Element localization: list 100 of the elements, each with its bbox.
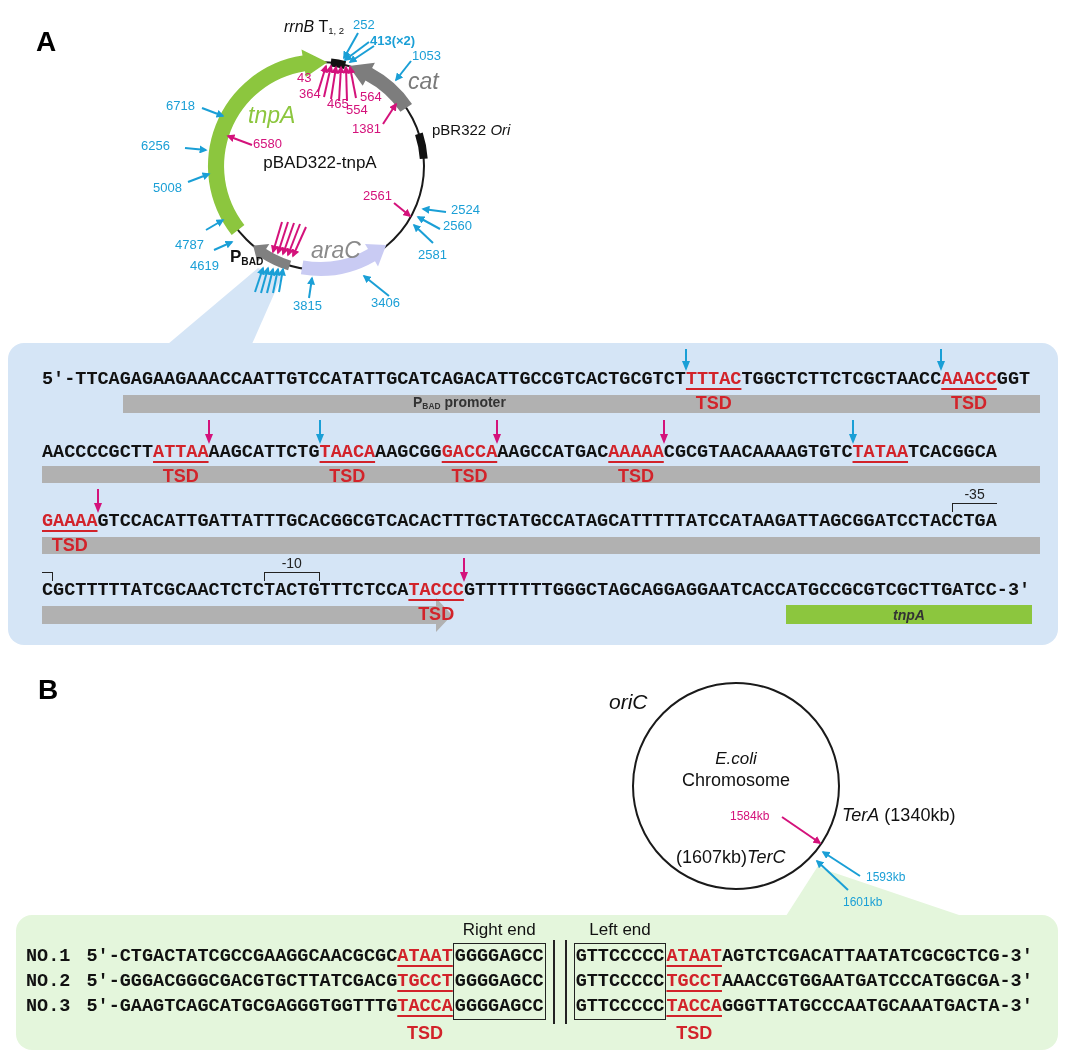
sequence-text: AAACCGTGGAATGATCCCATGGCGA-3′ bbox=[721, 970, 1033, 994]
gene-label: cat bbox=[408, 68, 439, 95]
position-label: 1381 bbox=[352, 122, 381, 137]
position-label: 1593kb bbox=[866, 871, 906, 885]
position-label: 43 bbox=[297, 71, 312, 86]
tsd-label: TSD bbox=[951, 394, 987, 412]
sequence-text: GTTCCCCC bbox=[575, 944, 665, 969]
sequence-text: GTTCCCCC bbox=[575, 969, 665, 994]
tsd-sequence: ATAAT bbox=[397, 945, 453, 969]
position-label: 413(×2) bbox=[370, 34, 416, 49]
position-label: 3406 bbox=[371, 296, 400, 311]
promoter-bar bbox=[123, 395, 1040, 413]
tsd-sequence: TAACA bbox=[319, 442, 376, 463]
double-line-break bbox=[552, 940, 567, 1024]
sequence-text: GGGGAGCC bbox=[454, 969, 544, 994]
bar-label: tnpA bbox=[893, 606, 925, 623]
gene-label: rrnB T$_{1, 2}$ bbox=[284, 18, 345, 37]
position-label: 1584kb bbox=[730, 810, 770, 824]
sequence-text: GTTTTTTTGGGCTAGCAGGAGGAATCACCATGCCGCGTCGCTTGATCC-3′ bbox=[463, 580, 1031, 602]
gene-label: tnpA bbox=[248, 102, 296, 129]
feature-label: pBR322 Ori bbox=[432, 121, 511, 139]
position-label: 3815 bbox=[293, 299, 322, 314]
position-label: 4787 bbox=[175, 238, 204, 253]
tsd-label: TSD bbox=[329, 467, 366, 485]
position-label: 5008 bbox=[153, 181, 182, 196]
tsd-sequence: TACCA bbox=[666, 995, 722, 1019]
sequence-text: 5′-GAAGTCAGCATGCGAGGGTGGTTTG bbox=[86, 995, 398, 1019]
chromosome-label: Chromosome bbox=[681, 769, 790, 792]
sequence-text: AGTCTCGACATTAATATCGCGCTCG-3′ bbox=[721, 945, 1033, 969]
tsd-label: TSD bbox=[618, 467, 654, 485]
tsd-sequence: ATTAA bbox=[153, 442, 209, 463]
promoter-bar bbox=[42, 466, 1040, 483]
plasmid-name: pBAD322-tnpA bbox=[263, 153, 377, 173]
locus-label: (1607kb)TerC bbox=[676, 847, 786, 868]
position-label: 1053 bbox=[412, 49, 441, 64]
row-number: NO.1 bbox=[26, 945, 71, 969]
tsd-label: TSD bbox=[695, 394, 732, 412]
sequence-text: AAGCATTCTG bbox=[208, 442, 320, 464]
sequence-text: CGCGTAACAAAAGTGTC bbox=[663, 442, 853, 464]
promoter-bar bbox=[42, 537, 1040, 554]
sequence-text: GGGGAGCC bbox=[454, 994, 544, 1019]
sequence-text: AACCCCGCTT bbox=[42, 442, 154, 464]
tsd-label: TSD bbox=[451, 467, 488, 485]
sequence-text: 5′-GGGACGGGCGACGTGCTTATCGACG bbox=[86, 970, 398, 994]
row-number: NO.3 bbox=[26, 995, 71, 1019]
sequence-text: GGGGAGCC bbox=[454, 944, 544, 969]
bar-label: P$_{BAD}$ promoter bbox=[413, 393, 506, 414]
sequence-text: 5′-TTCAGAGAAGAAACCAATTGTCCATATTGCATCAGACATTGCCGTCACTGCGTCT bbox=[42, 369, 686, 391]
sequence-text: GGGTTATGCCCAATGCAAATGACTA-3′ bbox=[721, 995, 1033, 1019]
box-position-label: -10 bbox=[281, 555, 302, 571]
position-label: 2561 bbox=[363, 189, 392, 204]
panel-letter: B bbox=[38, 674, 59, 707]
sequence-text: AAGCGG bbox=[375, 442, 442, 464]
tsd-sequence: TGCCT bbox=[666, 970, 722, 994]
end-label: Left end bbox=[589, 919, 651, 941]
position-label: 6256 bbox=[141, 139, 170, 154]
sequence-text: TGGCTCTTCTCGCTAACC bbox=[741, 369, 942, 391]
sequence-text: GGT bbox=[996, 369, 1031, 391]
sequence-text: 5′-CTGACTATCGCCGAAGGCAACGCGC bbox=[86, 945, 398, 969]
gene-label: araC bbox=[311, 237, 361, 264]
position-label: 4619 bbox=[190, 259, 219, 274]
position-label: 252 bbox=[353, 18, 375, 33]
position-label: 2524 bbox=[451, 203, 480, 218]
tsd-sequence: GAAAA bbox=[42, 511, 98, 532]
position-label: 2560 bbox=[443, 219, 472, 234]
gene-bar bbox=[786, 605, 1032, 624]
tsd-sequence: AAAAA bbox=[608, 442, 664, 463]
position-label: 6718 bbox=[166, 99, 195, 114]
position-label: 6580 bbox=[253, 137, 282, 152]
tsd-sequence: TACCC bbox=[408, 580, 464, 601]
tsd-label: TSD bbox=[407, 1022, 444, 1044]
tsd-sequence: TATAA bbox=[852, 442, 909, 463]
position-label: 564 bbox=[360, 90, 382, 105]
tsd-sequence: ATAAT bbox=[666, 945, 722, 969]
tsd-sequence: TTTAC bbox=[685, 369, 742, 390]
box-position-label: -35 bbox=[964, 486, 985, 502]
locus-label: oriC bbox=[609, 690, 648, 715]
position-label: 364 bbox=[299, 87, 321, 102]
panel-letter: A bbox=[36, 26, 57, 59]
locus-label: TerA (1340kb) bbox=[842, 805, 956, 826]
chromosome-label: E.coli bbox=[715, 748, 757, 770]
tsd-sequence: TGCCT bbox=[397, 970, 453, 994]
tsd-label: TSD bbox=[418, 605, 455, 623]
position-label: 1601kb bbox=[843, 896, 883, 910]
tsd-label: TSD bbox=[51, 536, 88, 554]
tsd-label: TSD bbox=[676, 1022, 713, 1044]
sequence-text: GTCCACATTGATTATTTGCACGGCGTCACACTTTGCTATGCCATAGCATTTTTATCCATAAGATTAGCGGATCCTACCTGA bbox=[97, 511, 997, 533]
tsd-sequence: AAACC bbox=[941, 369, 997, 390]
sequence-text: TCACGGCA bbox=[908, 442, 997, 464]
tsd-label: TSD bbox=[162, 467, 199, 485]
tsd-sequence: GACCA bbox=[441, 442, 498, 463]
tsd-sequence: TACCA bbox=[397, 995, 453, 1019]
sequence-text: AAGCCATGAC bbox=[497, 442, 609, 464]
end-label: Right end bbox=[462, 919, 536, 941]
promoter-label: P$_{BAD}$ bbox=[230, 247, 264, 268]
sequence-text: GTTCCCCC bbox=[575, 994, 665, 1019]
sequence-text: CGCTTTTTATCGCAACTCTCTACTGTTTCTCCA bbox=[42, 580, 409, 602]
position-label: 2581 bbox=[418, 248, 447, 263]
promoter-arrow-bar bbox=[42, 598, 452, 632]
row-number: NO.2 bbox=[26, 970, 71, 994]
